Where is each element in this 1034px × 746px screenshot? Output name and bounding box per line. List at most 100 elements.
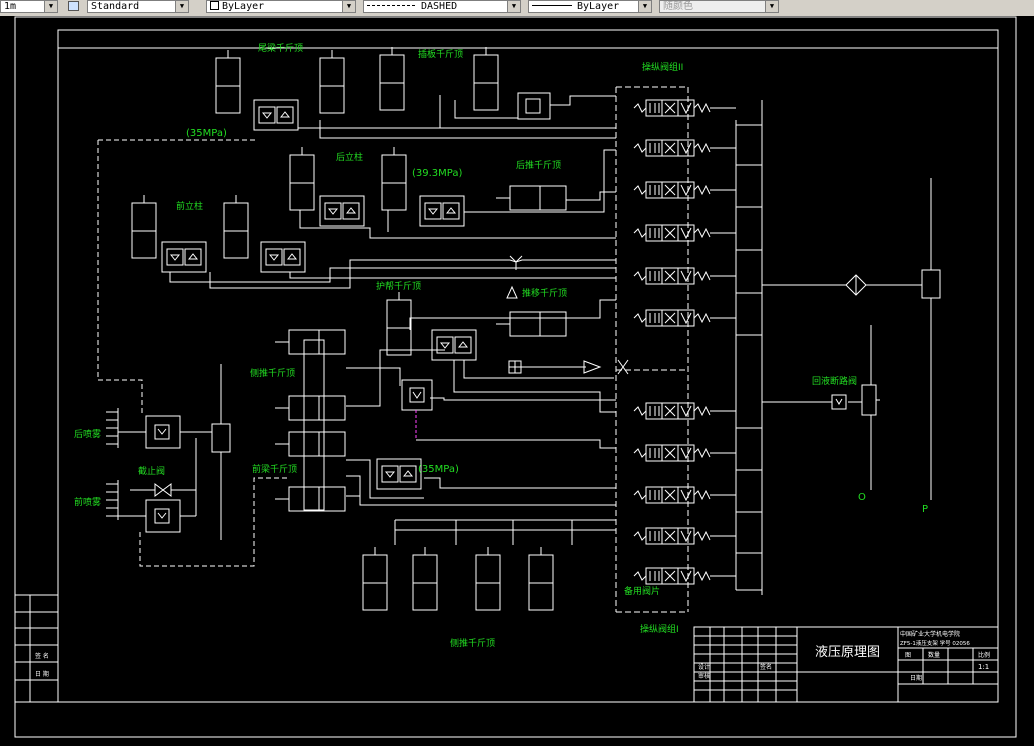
left-strip-item1: 签 名 — [35, 652, 49, 660]
front-spray-label: 前喷雾 — [74, 496, 101, 508]
lineweight-dropdown[interactable]: ByLayer ▼ — [528, 0, 652, 13]
title-scale: 1:1 — [978, 663, 989, 671]
title-row-sign: 签名 — [760, 663, 772, 671]
rear-column-lock-left — [319, 195, 365, 227]
chevron-down-icon: ▼ — [638, 1, 651, 12]
valve-3[interactable] — [633, 181, 711, 199]
pipework — [169, 95, 616, 545]
inner-frame — [57, 29, 999, 703]
plotstyle-dropdown[interactable]: 随颜色 ▼ — [659, 0, 779, 13]
side-push-valve — [401, 379, 433, 411]
valve-1[interactable] — [633, 99, 711, 117]
plate-jack-valve-inner — [525, 98, 541, 114]
front-beam-jack-lock — [376, 458, 422, 490]
valve-10[interactable] — [633, 527, 711, 545]
title-col-a: 图 — [905, 652, 911, 659]
spray-section — [106, 364, 231, 540]
chevron-down-icon: ▼ — [507, 1, 520, 12]
valve-11[interactable] — [633, 567, 711, 585]
pilot-lines — [97, 139, 290, 567]
title-block-grid — [693, 626, 999, 703]
push-jack-cylinder — [495, 311, 567, 337]
spare-valve-label: 备用阀片 — [624, 585, 660, 597]
valve-2[interactable] — [633, 139, 711, 157]
valve-6[interactable] — [633, 309, 711, 327]
tail-jack-cylinder-left — [215, 49, 241, 114]
return-valve[interactable] — [831, 325, 880, 490]
drawing-canvas[interactable]: 签 名 日 期 — [0, 16, 1034, 742]
guard-jack-lock — [431, 329, 477, 361]
rear-push-jack-cylinder — [495, 185, 567, 211]
valve-bank-frame — [615, 86, 763, 613]
front-column-lock-right — [260, 241, 306, 273]
shutoff-valve-label: 截止阀 — [138, 465, 165, 477]
tail-jack-lock — [253, 99, 299, 131]
filter-symbol — [845, 274, 867, 296]
plate-jack-cylinder-right — [473, 46, 499, 111]
color-dropdown[interactable]: ByLayer ▼ — [206, 0, 356, 13]
front-column-cylinder-left — [131, 194, 157, 259]
valve-8[interactable] — [633, 444, 711, 462]
return-filter-label: 回液断路阀 — [812, 375, 857, 387]
rear-column-label: 后立柱 — [336, 151, 363, 163]
rear-push-jack-label: 后推千斤顶 — [516, 159, 561, 171]
side-push-jack-cylinder-top — [274, 329, 346, 355]
rear-column-cylinder-right — [381, 146, 407, 211]
bottom-cylinder-3 — [475, 546, 501, 611]
left-strip-table — [14, 594, 59, 703]
plate-jack-cylinder-left — [379, 46, 405, 111]
dashed-line-icon — [367, 5, 415, 6]
layer-dropdown[interactable]: 1m ▼ — [0, 0, 58, 13]
side-push-jack-label: 侧推千斤顶 — [250, 367, 295, 379]
linetype-dropdown[interactable]: DASHED ▼ — [363, 0, 521, 13]
company-line1: 中国矿业大学机电学院 — [900, 630, 960, 638]
pressure-block — [921, 178, 941, 500]
chevron-down-icon: ▼ — [765, 1, 778, 12]
left-strip-item2: 日 期 — [35, 670, 49, 678]
valve-group-1-label: 操纵阀组I — [640, 623, 679, 635]
push-jack-label: 推移千斤顶 — [522, 287, 567, 299]
front-column-cylinder-right — [223, 194, 249, 259]
text-style-value: Standard — [91, 1, 140, 12]
linetype-value: DASHED — [421, 1, 458, 12]
side-push-jack-cylinder-bottom — [274, 395, 346, 421]
guard-jack-cylinder — [386, 291, 412, 356]
valve-9[interactable] — [633, 486, 711, 504]
valve-4[interactable] — [633, 224, 711, 242]
company-line2: ZF5-1液压支架 学号 02056 — [900, 639, 970, 647]
tail-jack-cylinder-right — [319, 49, 345, 114]
text-style-dropdown[interactable]: Standard ▼ — [87, 0, 189, 13]
rear-spray-label: 后喷雾 — [74, 429, 101, 440]
outer-border — [14, 16, 1017, 738]
tail-jack-label: 尾梁千斤顶 — [258, 42, 303, 54]
rear-column-cylinder-left — [289, 146, 315, 211]
valve-5[interactable] — [633, 267, 711, 285]
front-beam-jack-cylinder-top — [274, 431, 346, 457]
push-jack-arrow-up — [506, 285, 518, 299]
bottom-jack-label: 侧推千斤顶 — [450, 637, 495, 649]
pressure-35a-label: (35MPa) — [186, 128, 227, 139]
front-beam-jack-cylinder-bottom — [274, 486, 346, 512]
hydraulic-schematic: 签 名 日 期 — [14, 16, 1017, 738]
chevron-down-icon: ▼ — [175, 1, 188, 12]
guard-jack-label: 护帮千斤顶 — [376, 280, 421, 292]
pressure-393-label: (39.3MPa) — [412, 168, 463, 179]
solid-line-icon — [532, 5, 572, 6]
rear-column-lock-right — [419, 195, 465, 227]
valve-7[interactable] — [633, 402, 711, 420]
lineweight-value: ByLayer — [577, 1, 620, 12]
front-column-lock-left — [161, 241, 207, 273]
port-o-label: O — [858, 492, 866, 503]
layer-value: 1m — [4, 1, 17, 12]
front-beam-frame — [303, 339, 325, 511]
push-jack-symbols — [508, 255, 629, 375]
text-style-icon[interactable] — [68, 1, 79, 11]
plate-jack-label: 插板千斤顶 — [418, 48, 463, 60]
bottom-cylinder-2 — [412, 546, 438, 611]
title-col-c: 比例 — [978, 651, 990, 659]
title-row-design: 设计 — [698, 663, 710, 671]
drawing-title: 液压原理图 — [815, 645, 880, 660]
title-col-b: 数量 — [928, 651, 940, 659]
valve-connectors — [710, 107, 922, 591]
plotstyle-value: 随颜色 — [663, 1, 693, 12]
